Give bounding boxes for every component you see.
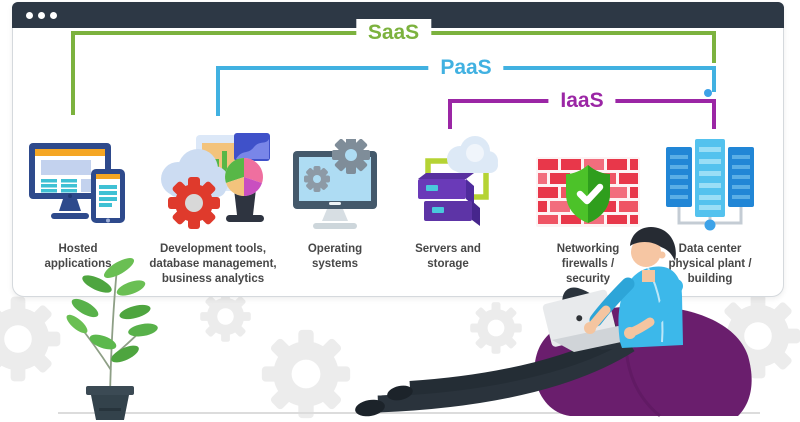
item-label: Data center physical plant / building — [668, 243, 752, 286]
item-servers-storage: Servers and storage — [390, 131, 506, 272]
paas-bracket-left-leg — [216, 66, 220, 116]
window-dot-icon — [26, 11, 33, 19]
window-dot-icon — [50, 11, 57, 19]
item-label: Servers and storage — [415, 243, 481, 271]
person-on-beanbag-with-laptop-illustration — [355, 226, 752, 418]
networking-firewalls-icon — [526, 131, 650, 233]
saas-bracket-left-leg — [71, 31, 75, 115]
data-center-icon — [648, 131, 772, 233]
item-label: Operating systems — [307, 243, 363, 271]
potted-plant-illustration — [66, 258, 158, 420]
item-data-center: Data center physical plant / building — [648, 131, 772, 288]
development-tools-icon — [146, 131, 280, 233]
item-label: Development tools, database management, … — [149, 243, 277, 286]
hosted-applications-icon — [18, 131, 138, 233]
iaas-bracket-right-leg — [712, 99, 716, 129]
connector-dot-icon — [704, 89, 712, 97]
item-hosted-applications: Hosted applications — [18, 131, 138, 272]
iaas-bracket: IaaS — [448, 87, 716, 129]
paas-bracket: PaaS — [216, 54, 716, 116]
iaas-label: IaaS — [548, 87, 616, 115]
paas-label: PaaS — [428, 54, 504, 82]
item-development-tools: Development tools, database management, … — [146, 131, 280, 288]
item-operating-systems: Operating systems — [278, 131, 392, 272]
paas-bracket-right-leg — [712, 66, 716, 92]
floor-line — [58, 412, 760, 414]
saas-bracket: SaaS — [71, 19, 716, 115]
servers-storage-icon — [390, 131, 506, 233]
saas-label: SaaS — [355, 19, 432, 47]
iaas-bracket-left-leg — [448, 99, 452, 129]
saas-bracket-right-leg — [712, 31, 716, 63]
operating-systems-icon — [278, 131, 392, 233]
gear-watermark-icon — [200, 291, 251, 342]
item-label: Hosted applications — [44, 243, 112, 271]
item-networking-firewalls: Networking firewalls / security — [526, 131, 650, 288]
window-dot-icon — [38, 11, 45, 19]
item-label: Networking firewalls / security — [556, 243, 620, 286]
